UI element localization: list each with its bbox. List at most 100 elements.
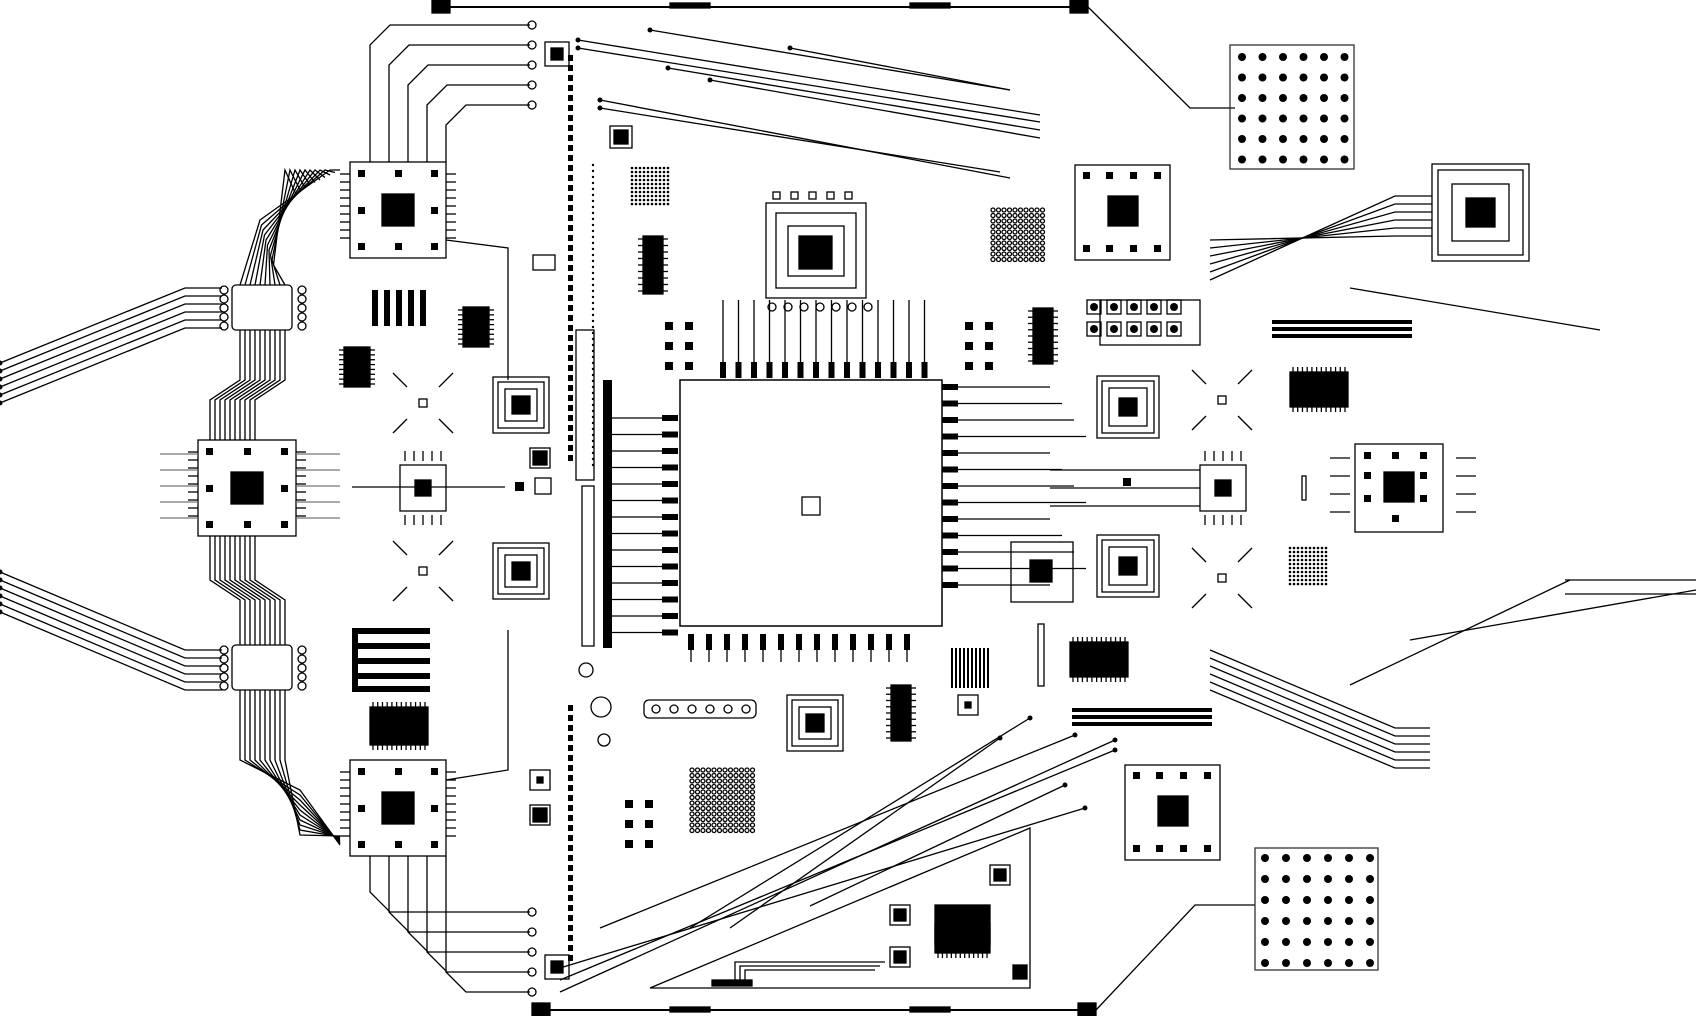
arched-trace — [407, 64, 530, 162]
ring-dot — [1028, 234, 1035, 241]
capsule-ring — [669, 704, 679, 714]
micro-dot — [1304, 574, 1308, 578]
ring-dot — [700, 805, 706, 812]
ring-dot — [1006, 256, 1013, 263]
bus-trace — [239, 536, 271, 645]
ring-dot — [689, 822, 695, 828]
fan-trace — [1209, 649, 1430, 729]
ring-dot — [722, 778, 728, 784]
strip-pad — [568, 95, 573, 101]
nested-chip — [492, 542, 550, 600]
chip-pad-ring — [799, 302, 809, 312]
ring-dot — [990, 229, 996, 235]
chip-pin — [662, 415, 678, 421]
strip-pad — [568, 455, 573, 461]
ring-dot — [733, 816, 739, 823]
grid-dot — [1320, 53, 1328, 61]
strip-dot — [591, 187, 595, 191]
fan-trace — [1209, 665, 1430, 745]
button-pad — [1126, 299, 1142, 315]
trace-ring — [527, 60, 537, 70]
micro-dot — [666, 178, 670, 182]
ring-dot — [1017, 212, 1024, 219]
micro-dot — [666, 190, 670, 194]
quad-chip-top-pad — [431, 170, 438, 177]
ring-dot — [689, 772, 695, 779]
micro-dot — [1288, 566, 1292, 570]
ring-dot — [1039, 218, 1046, 224]
ring-dot — [694, 822, 701, 828]
chip-pin — [890, 362, 897, 378]
ring-dot — [1034, 223, 1040, 230]
ring-dot — [689, 778, 695, 784]
fan-trace — [1209, 195, 1432, 281]
ring-dot — [722, 783, 728, 790]
micro-dot — [1324, 566, 1328, 570]
micro-dot — [630, 182, 634, 186]
bus-trace — [264, 168, 316, 286]
ring-dot — [727, 822, 734, 828]
small-pad-chip-die — [1214, 479, 1232, 497]
ring-dot — [716, 827, 723, 834]
chip-pin — [828, 362, 835, 378]
micro-dot — [1292, 554, 1296, 558]
quad-chip-left-pad — [206, 485, 213, 492]
micro-dot — [634, 194, 638, 198]
ring-dot — [722, 811, 728, 817]
ring-dot — [1028, 223, 1035, 230]
micro-dot — [634, 198, 638, 202]
chip-pin — [662, 580, 678, 586]
ring-dot — [716, 783, 723, 790]
strip-dot — [591, 253, 595, 257]
micro-dot — [638, 202, 642, 206]
fan-trace — [0, 571, 222, 651]
strip-dot — [591, 421, 595, 425]
ring-dot — [711, 816, 717, 823]
micro-dot — [650, 186, 654, 190]
ring-dot — [995, 207, 1002, 213]
ring-dot — [749, 789, 756, 795]
chip-pad — [790, 191, 799, 200]
trace-ring — [527, 927, 537, 937]
strip-dot — [591, 397, 595, 401]
small-pad-core — [532, 807, 548, 823]
micro-dot — [658, 182, 662, 186]
ring-dot — [733, 811, 739, 817]
ring-dot — [1017, 229, 1024, 235]
ring-dot — [689, 783, 695, 790]
micro-dot — [630, 198, 634, 202]
chip-pin — [782, 362, 788, 378]
grid-dot — [1303, 938, 1311, 946]
strip-dot — [591, 265, 595, 269]
bus-ring — [297, 654, 307, 664]
nested-chip-inner — [791, 699, 839, 747]
micro-dot — [642, 170, 646, 174]
micro-dot — [1308, 558, 1312, 562]
chip-pin — [688, 634, 694, 650]
nested-chip — [492, 376, 550, 434]
micro-dot — [658, 194, 662, 198]
bus-ring — [297, 681, 307, 691]
strip-dot — [591, 391, 595, 395]
micro-dot — [1312, 574, 1316, 578]
ring-dot — [716, 767, 723, 773]
bus-trace — [214, 330, 246, 440]
strip-dot — [591, 415, 595, 419]
nested-chip-die — [511, 561, 531, 581]
strip-dot — [591, 319, 595, 323]
micro-dot — [646, 190, 650, 194]
qfp-chip — [343, 346, 371, 388]
crosshair-tick — [1191, 369, 1207, 385]
ring-dot — [733, 778, 739, 784]
chip-pad-ring — [847, 302, 857, 312]
ring-dot — [1001, 212, 1007, 219]
ring-dot — [1039, 245, 1046, 252]
ring-dot — [1017, 251, 1024, 257]
bus-trace — [254, 536, 286, 645]
strip-pad — [568, 765, 573, 771]
ring-dot — [727, 811, 734, 817]
long-trace — [1409, 589, 1696, 641]
crosshair-center — [1217, 395, 1227, 405]
strip-pad — [568, 435, 573, 441]
